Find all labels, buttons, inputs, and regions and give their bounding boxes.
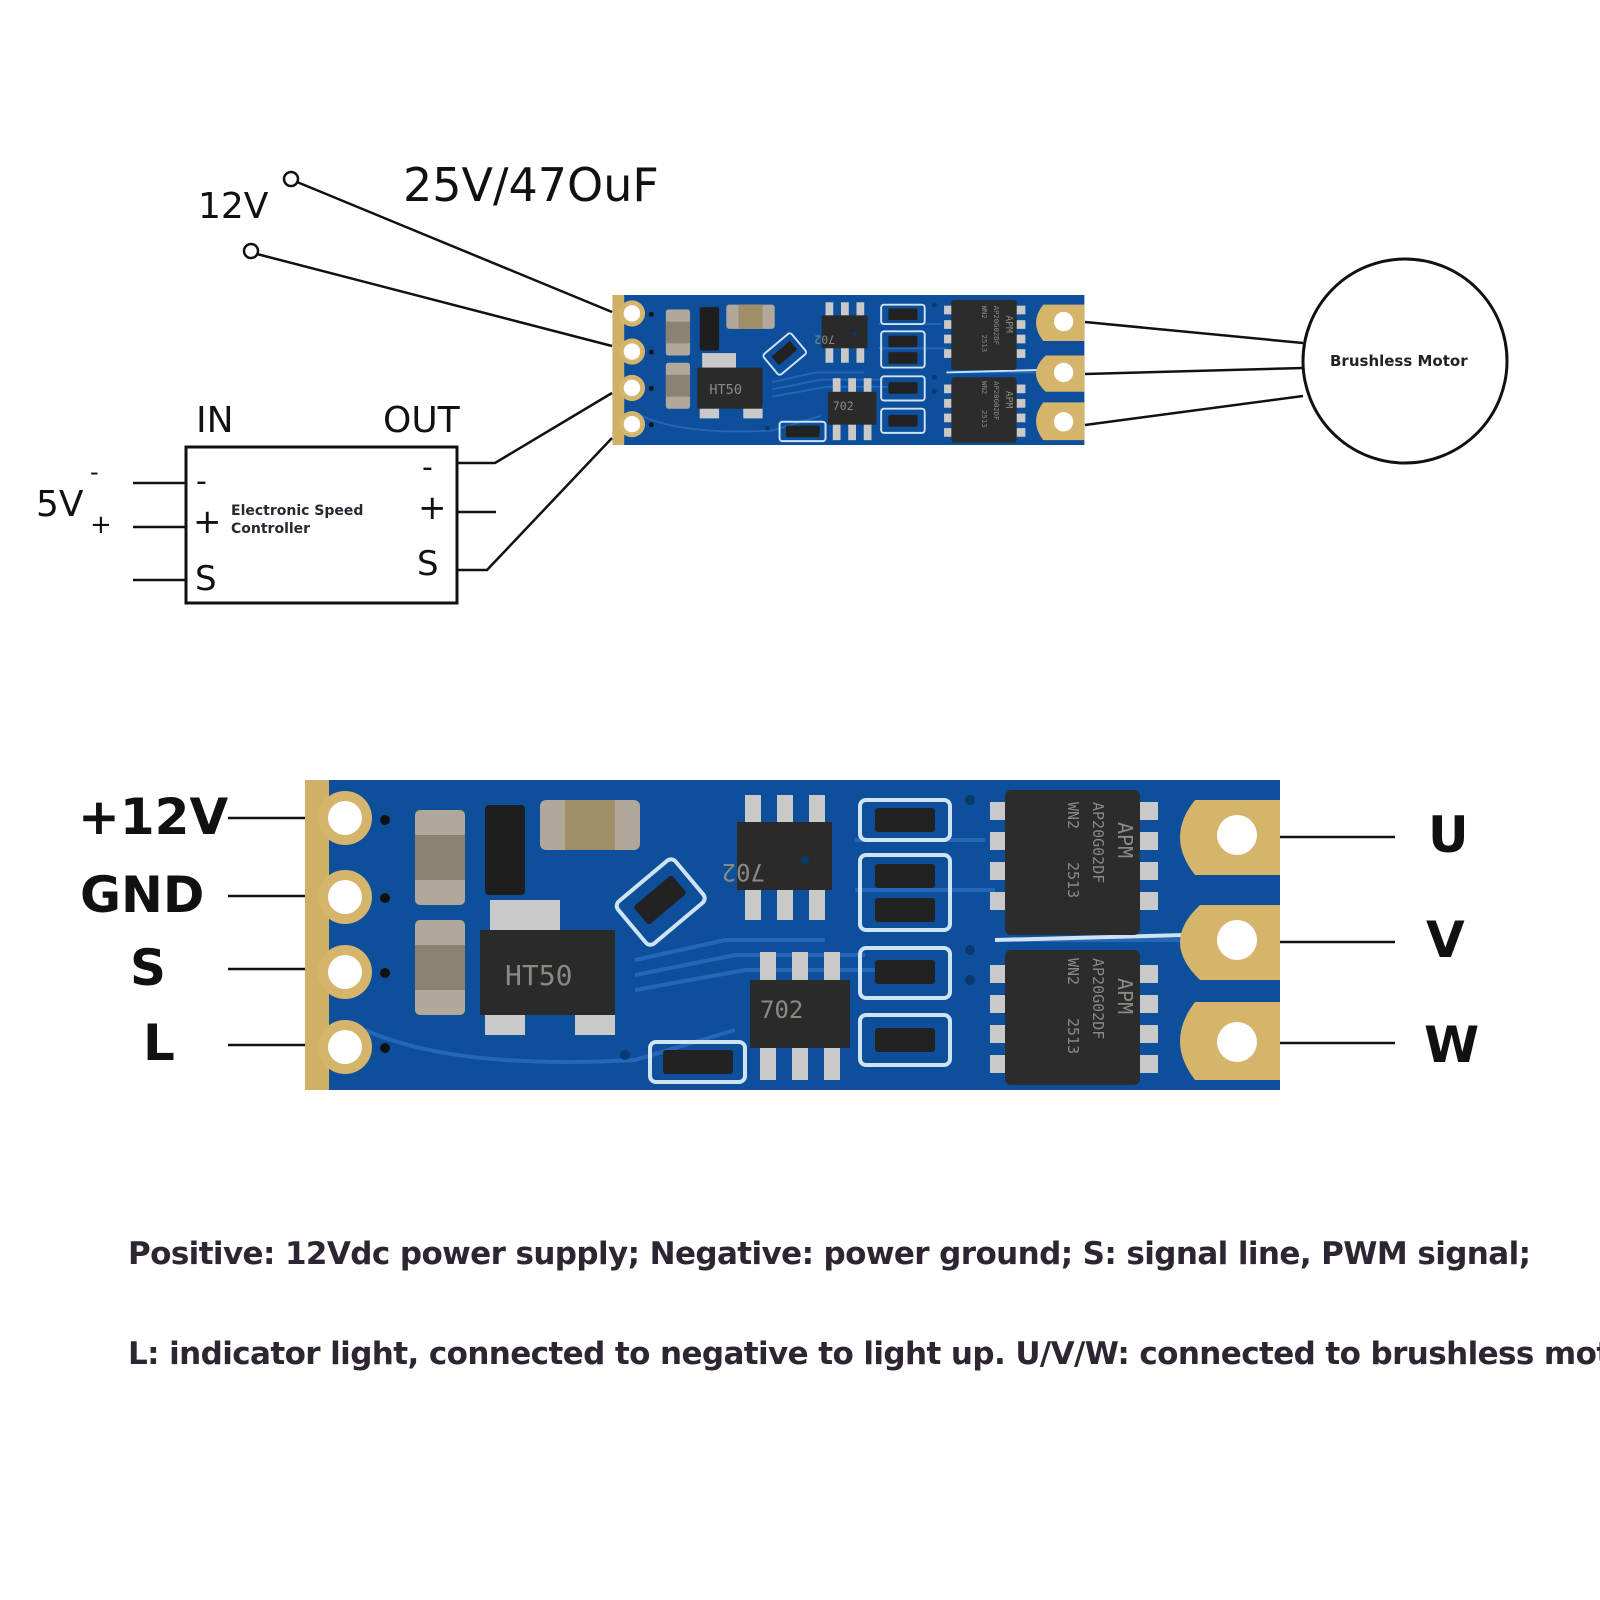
driver-chip-2: 702 <box>827 378 877 441</box>
capacitors <box>665 304 775 409</box>
esc-out-pin-plus: + <box>418 488 447 528</box>
input-plus-label: + <box>90 510 112 540</box>
right-pads <box>1180 800 1280 1080</box>
mosfet-date-1: 2513 <box>1064 862 1082 898</box>
mosfet-2: APM AP20G02DF WN2 2513 <box>990 950 1158 1085</box>
esc-box <box>184 445 459 605</box>
supply-terminal-2 <box>242 242 260 260</box>
description-line-2: L: indicator light, connected to negativ… <box>128 1336 1600 1372</box>
resistors <box>771 308 918 438</box>
regulator-chip: HT50 <box>697 353 763 419</box>
mosfet-part-1: AP20G02DF <box>992 306 1001 345</box>
supply-terminal-1 <box>282 170 300 188</box>
esc-out-pin-signal: S <box>417 544 439 584</box>
mosfet-date-2: 2513 <box>980 410 989 427</box>
driver-chip-2: 702 <box>750 952 850 1080</box>
driver-marking-1: 702 <box>814 333 835 347</box>
mosfet-code-1: WN2 <box>1064 802 1082 829</box>
driver-chip-1: 702 <box>814 302 868 363</box>
mosfet-brand-1: APM <box>1003 315 1014 333</box>
esc-board-drawing: HT50 702 702 <box>305 780 1280 1090</box>
mosfet-code-2: WN2 <box>1064 958 1082 985</box>
mosfet-2: APM AP20G02DF WN2 2513 <box>944 377 1026 443</box>
pin-label-u: U <box>1428 806 1469 864</box>
motor-circle <box>1301 257 1509 465</box>
esc-in-pin-signal: S <box>195 559 217 599</box>
mosfet-brand-2: APM <box>1113 978 1137 1014</box>
mosfet-1: APM AP20G02DF WN2 2513 <box>944 299 1026 370</box>
capacitor-label: 25V/47OuF <box>403 158 659 212</box>
esc-in-pin-minus: - <box>196 464 207 499</box>
pin-label-w: W <box>1424 1016 1480 1074</box>
input-voltage-label: 5V <box>36 484 84 525</box>
description-line-1: Positive: 12Vdc power supply; Negative: … <box>128 1236 1531 1272</box>
regulator-marking: HT50 <box>709 382 742 398</box>
supply-voltage-label: 12V <box>198 186 269 227</box>
mosfet-1: APM AP20G02DF WN2 2513 <box>990 790 1158 935</box>
mosfet-part-1: AP20G02DF <box>1089 802 1107 883</box>
mosfet-code-1: WN2 <box>980 306 989 319</box>
pin-label-signal: S <box>130 939 167 997</box>
driver-marking-2: 702 <box>833 399 854 413</box>
driver-marking-1: 702 <box>722 858 765 886</box>
mosfet-code-2: WN2 <box>980 381 989 394</box>
input-minus-label: - <box>90 458 99 486</box>
left-pads <box>618 300 654 438</box>
pin-label-light: L <box>143 1014 175 1072</box>
driver-marking-2: 702 <box>760 996 803 1024</box>
esc-title: Electronic Speed Controller <box>231 502 363 538</box>
mosfet-date-1: 2513 <box>980 335 989 352</box>
resistors <box>634 808 935 1074</box>
pin-label-gnd: GND <box>80 866 205 924</box>
mosfet-part-2: AP20G02DF <box>992 381 1001 420</box>
left-pads <box>318 791 390 1074</box>
diode <box>699 307 720 351</box>
regulator-marking: HT50 <box>505 959 572 992</box>
esc-board-photo: HT50 702 702 <box>305 780 1280 1090</box>
regulator-chip: HT50 <box>480 900 615 1035</box>
esc-title-line1: Electronic Speed <box>231 503 364 519</box>
esc-in-label: IN <box>196 400 234 441</box>
motor-label: Brushless Motor <box>1330 352 1468 370</box>
mosfet-date-2: 2513 <box>1064 1018 1082 1054</box>
right-pads <box>1036 304 1085 441</box>
mosfet-brand-2: APM <box>1003 391 1014 409</box>
pin-label-v: V <box>1426 911 1465 969</box>
esc-board-photo-small: HT50 702 702 <box>612 295 1085 445</box>
mosfet-brand-1: APM <box>1113 822 1137 858</box>
pin-label-12v: +12V <box>78 788 229 846</box>
driver-chip-1: 702 <box>722 795 832 920</box>
esc-in-pin-plus: + <box>193 502 222 542</box>
esc-out-label: OUT <box>383 400 460 441</box>
esc-title-line2: Controller <box>231 521 311 537</box>
diode <box>485 805 525 895</box>
esc-out-pin-minus: - <box>422 450 433 485</box>
esc-board-drawing-small: HT50 702 702 <box>612 295 1085 445</box>
capacitors <box>415 800 640 1015</box>
mosfet-part-2: AP20G02DF <box>1089 958 1107 1039</box>
